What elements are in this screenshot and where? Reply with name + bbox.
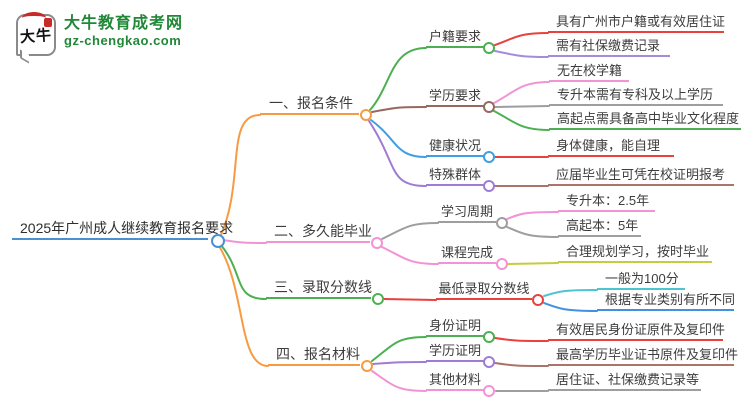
connector xyxy=(370,119,427,158)
site-name: 大牛教育成考网 xyxy=(64,15,184,32)
connector xyxy=(220,114,261,236)
connector xyxy=(368,120,427,187)
node-edu-proof[interactable]: 学历证明 xyxy=(426,343,484,362)
connector xyxy=(543,302,598,312)
connector xyxy=(506,211,559,220)
logo-bubble-icon: 大牛 xyxy=(16,12,56,56)
leaf-college-degree[interactable]: 专升本需有专科及以上学历 xyxy=(549,87,723,106)
connector xyxy=(222,239,267,244)
node-health[interactable]: 健康状况 xyxy=(426,138,484,157)
connector xyxy=(494,32,549,46)
leaf-no-enrollment[interactable]: 无在校学籍 xyxy=(549,63,629,82)
connector xyxy=(371,370,427,392)
connector xyxy=(493,81,550,104)
expand-dot-education-req[interactable] xyxy=(483,101,495,113)
expand-dot-course-completion[interactable] xyxy=(496,258,508,270)
expand-dot-materials[interactable] xyxy=(361,360,373,372)
expand-dot-health[interactable] xyxy=(483,151,495,163)
connector xyxy=(220,244,267,300)
expand-dot-edu-proof[interactable] xyxy=(483,356,495,368)
connector xyxy=(371,106,427,113)
expand-dot-household[interactable] xyxy=(483,42,495,54)
expand-dot-conditions[interactable] xyxy=(360,109,372,121)
node-course-completion[interactable]: 课程完成 xyxy=(438,245,496,264)
leaf-id-card[interactable]: 有效居民身份证原件及复印件 xyxy=(548,322,725,341)
connector xyxy=(543,289,598,297)
logo-text: 大牛教育成考网 gz-chengkao.com xyxy=(64,14,183,48)
logo-characters: 大牛 xyxy=(19,27,53,46)
expand-dot-root[interactable] xyxy=(211,234,225,248)
node-materials[interactable]: 四、报名材料 xyxy=(268,345,360,366)
expand-dot-graduation-time[interactable] xyxy=(371,237,383,249)
logo-seal-icon xyxy=(44,18,52,27)
connector xyxy=(494,105,550,108)
leaf-social-security[interactable]: 需有社保缴费记录 xyxy=(548,38,670,57)
connector xyxy=(507,262,559,265)
connector xyxy=(494,337,549,342)
node-conditions[interactable]: 一、报名条件 xyxy=(260,94,359,115)
connector xyxy=(381,246,439,265)
node-min-score[interactable]: 最低录取分数线 xyxy=(436,281,532,300)
leaf-highschool-level[interactable]: 高起点需具备高中毕业文化程度 xyxy=(549,111,741,130)
site-logo[interactable]: 大牛 大牛教育成考网 gz-chengkao.com xyxy=(16,12,183,56)
connector xyxy=(381,222,439,240)
node-special-group[interactable]: 特殊群体 xyxy=(426,167,484,186)
connector xyxy=(506,226,559,238)
node-household[interactable]: 户籍要求 xyxy=(426,29,484,48)
connector xyxy=(369,47,427,111)
leaf-healthy[interactable]: 身体健康，能自理 xyxy=(548,138,674,157)
leaf-upgrade-duration[interactable]: 专升本：2.5年 xyxy=(558,193,655,212)
expand-dot-id-proof[interactable] xyxy=(483,331,495,343)
node-root[interactable]: 2025年广州成人继续教育报名要求 xyxy=(12,219,233,240)
leaf-score-100[interactable]: 一般为100分 xyxy=(597,271,685,290)
expand-dot-special-group[interactable] xyxy=(483,180,495,192)
expand-dot-admission-score[interactable] xyxy=(372,293,384,305)
node-study-period[interactable]: 学习周期 xyxy=(438,204,496,223)
expand-dot-min-score[interactable] xyxy=(532,294,544,306)
node-graduation-time[interactable]: 二、多久能毕业 xyxy=(266,222,372,243)
leaf-household-registration[interactable]: 具有广州市户籍或有效居住证 xyxy=(548,14,725,33)
connector xyxy=(383,298,437,301)
connector xyxy=(494,50,549,58)
expand-dot-study-period[interactable] xyxy=(496,217,508,229)
leaf-fresh-graduates[interactable]: 应届毕业生可凭在校证明报考 xyxy=(548,167,734,186)
connector xyxy=(494,362,549,367)
node-education-req[interactable]: 学历要求 xyxy=(426,88,484,107)
expand-dot-other-materials[interactable] xyxy=(483,385,495,397)
leaf-plan-study[interactable]: 合理规划学习，按时毕业 xyxy=(558,244,712,263)
leaf-diploma[interactable]: 最高学历毕业证书原件及复印件 xyxy=(548,347,738,366)
site-url[interactable]: gz-chengkao.com xyxy=(64,33,182,48)
node-admission-score[interactable]: 三、录取分数线 xyxy=(266,278,372,299)
node-other-materials[interactable]: 其他材料 xyxy=(426,372,484,391)
node-id-proof[interactable]: 身份证明 xyxy=(426,318,484,337)
leaf-highstart-duration[interactable]: 高起本：5年 xyxy=(558,218,641,237)
logo-red-arc-icon xyxy=(22,12,46,24)
connector xyxy=(372,361,427,365)
connector xyxy=(371,336,427,362)
leaf-residence-permit[interactable]: 居住证、社保缴费记录等 xyxy=(548,372,701,391)
connector xyxy=(493,110,550,131)
leaf-score-varies[interactable]: 根据专业类别有所不同 xyxy=(597,292,735,311)
connector xyxy=(218,245,269,367)
